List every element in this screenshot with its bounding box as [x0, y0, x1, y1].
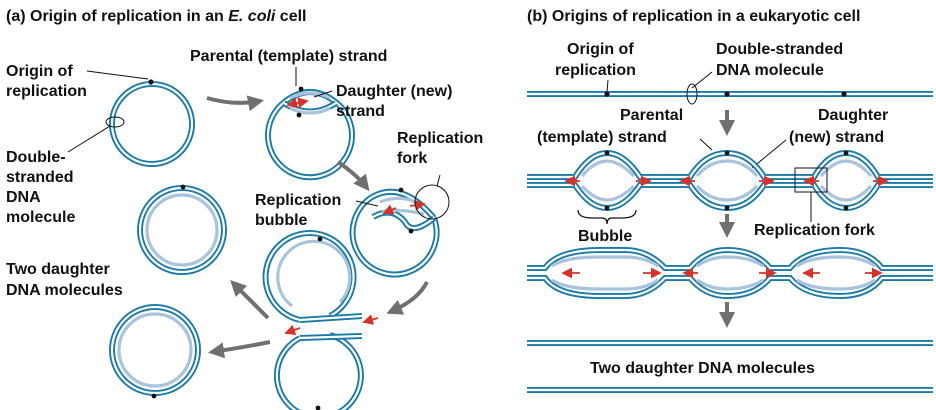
process-arrow-2: [336, 160, 370, 192]
process-arrow-4b: [208, 340, 271, 359]
label-b-bubble: Bubble: [578, 228, 632, 245]
ecoli-circle-bubble-small: [265, 86, 355, 181]
label-double-line4: molecule: [6, 209, 75, 226]
origin-dot: [148, 79, 154, 85]
fork-pointer: [436, 174, 441, 187]
label-b-origin-line1: Origin of: [567, 41, 634, 58]
b-double-pointer: [691, 71, 713, 89]
b-origin-pointer: [606, 79, 609, 93]
label-bubble-line2: bubble: [255, 212, 308, 229]
ecoli-circle-bubble-large: [349, 187, 440, 278]
double-strand-pointer: [67, 125, 111, 153]
label-b-origin-line2: replication: [555, 62, 636, 79]
label-b-two: Two daughter DNA molecules: [590, 360, 815, 377]
daughter-pointer: [313, 90, 333, 98]
double-strand-marker: [105, 116, 125, 128]
label-b-daughter-line1: Daughter: [818, 107, 888, 124]
b-parental-pointer: [699, 138, 713, 151]
label-double-line1: Double-: [6, 149, 66, 166]
panel-a-title: (a) Origin of replication in an E. coli …: [6, 8, 307, 25]
label-double-line3: DNA: [6, 189, 41, 206]
label-parental: Parental (template) strand: [190, 48, 387, 65]
label-b-parental-line1: Parental: [620, 107, 683, 124]
label-b-parental-line2: (template) strand: [537, 129, 667, 146]
label-fork-line2: fork: [397, 150, 427, 167]
label-daughter-line2: strand: [336, 103, 385, 120]
label-origin-line1: Origin of: [6, 63, 73, 80]
euk-row-parental-dna: [527, 83, 933, 105]
label-b-daughter-line2: (new) strand: [789, 129, 884, 146]
label-b-double-line2: DNA molecule: [716, 62, 824, 79]
panel-a: (a) Origin of replication in an E. coli …: [6, 8, 483, 410]
euk-row-three-bubbles: [527, 149, 933, 212]
ecoli-circle-initial: [109, 79, 195, 167]
label-two-line2: DNA molecules: [6, 282, 123, 299]
label-bubble-line1: Replication: [255, 192, 341, 209]
label-double-line2: stranded: [6, 169, 74, 186]
panel-b-title: (b) Origins of replication in a eukaryot…: [527, 8, 860, 25]
label-b-fork: Replication fork: [754, 222, 875, 239]
bubble-pointer: [355, 200, 379, 207]
process-arrow-3: [386, 281, 429, 315]
bubble-brace: [577, 209, 637, 225]
ecoli-daughter-circle-top: [137, 184, 227, 275]
process-arrow-4a: [230, 280, 270, 320]
euk-row-merged-bubbles: [527, 246, 933, 300]
origin-pointer: [86, 70, 149, 80]
label-two-line1: Two daughter: [6, 261, 110, 278]
label-daughter-line1: Daughter (new): [336, 83, 452, 100]
process-arrow-1: [206, 95, 264, 112]
ecoli-figure-eight: [262, 230, 379, 410]
label-fork-line1: Replication: [397, 130, 483, 147]
label-b-double-line1: Double-stranded: [716, 41, 843, 58]
euk-row-two-daughters: [527, 340, 933, 393]
b-daughter-pointer: [751, 139, 787, 169]
ecoli-daughter-circle-bottom: [109, 304, 201, 399]
replication-fork-circle: [414, 184, 450, 220]
label-origin-line2: replication: [6, 83, 87, 100]
panel-b: (b) Origins of replication in a eukaryot…: [527, 8, 933, 393]
